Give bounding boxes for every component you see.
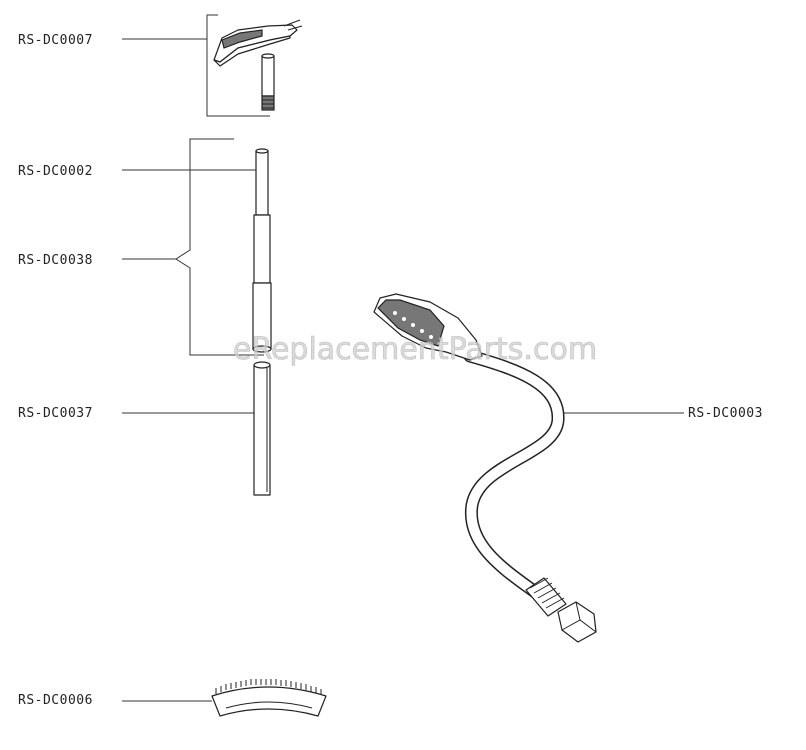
part-steam-head-hose xyxy=(373,293,597,643)
watermark: eReplacementParts.com xyxy=(233,332,597,367)
part-upper-pole xyxy=(252,148,272,353)
leader-rs-dc0038 xyxy=(122,138,264,356)
label-rs-dc0037[interactable]: RS-DC0037 xyxy=(18,406,93,421)
label-rs-dc0002[interactable]: RS-DC0002 xyxy=(18,164,93,179)
part-lower-pole xyxy=(253,361,271,496)
label-rs-dc0006[interactable]: RS-DC0006 xyxy=(18,693,93,708)
label-rs-dc0007[interactable]: RS-DC0007 xyxy=(18,33,93,48)
leader-rs-dc0007 xyxy=(122,14,270,117)
part-nozzle-cap xyxy=(213,19,303,67)
part-brush-pad xyxy=(211,679,327,717)
part-nozzle-pin xyxy=(261,53,275,111)
label-rs-dc0038[interactable]: RS-DC0038 xyxy=(18,253,93,268)
label-rs-dc0003[interactable]: RS-DC0003 xyxy=(688,406,763,421)
